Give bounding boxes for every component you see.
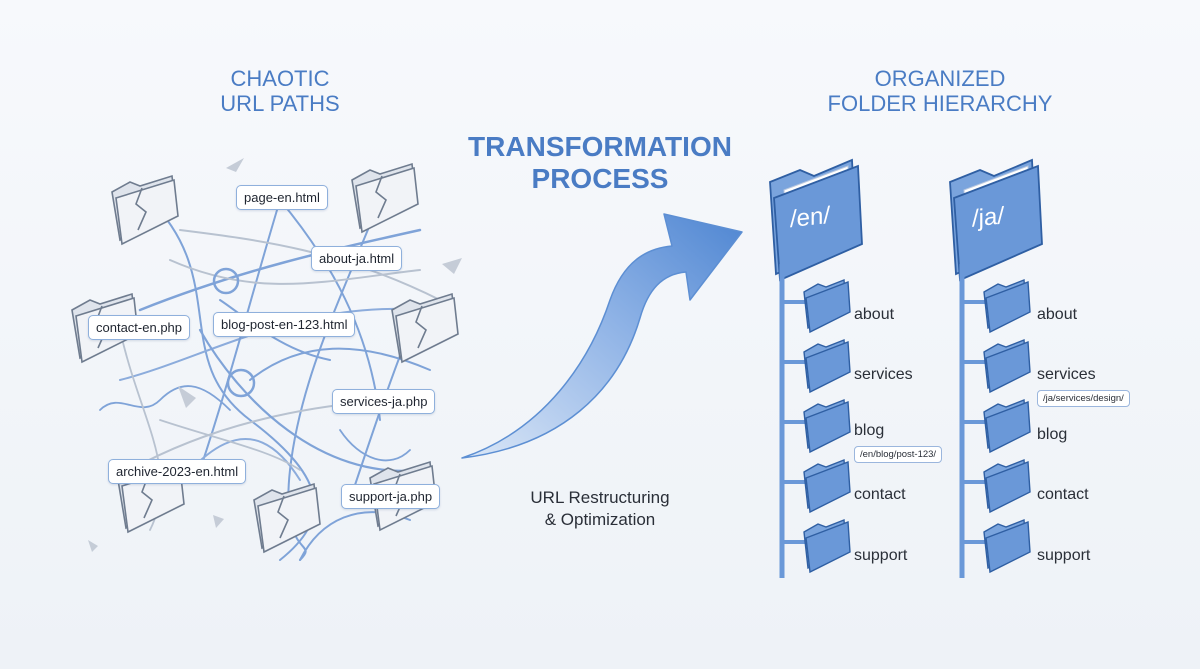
url-tag: contact-en.php [88, 315, 191, 340]
folder-label: services [1037, 366, 1096, 383]
url-tag: services-ja.php [332, 389, 436, 414]
example-path-tag: /en/blog/post-123/ [854, 446, 943, 463]
url-tag: support-ja.php [341, 484, 441, 509]
folder-icon [983, 279, 1031, 333]
url-tag: blog-post-en-123.html [213, 312, 356, 337]
url-tag: archive-2023-en.html [108, 459, 247, 484]
folder-label: about [854, 306, 895, 323]
chaotic-heading: CHAOTIC URL PATHS [180, 66, 380, 117]
heading-line: FOLDER HIERARCHY [827, 91, 1053, 117]
folder-label: contact [1037, 486, 1089, 503]
transformation-caption: URL Restructuring & Optimization [500, 487, 700, 531]
transformation-heading: TRANSFORMATION PROCESS [450, 131, 750, 195]
folder-label: support [1037, 547, 1091, 564]
root-folder-label: /en/ [790, 201, 831, 234]
folder-icon [803, 279, 851, 333]
folder-label: services [854, 366, 913, 383]
root-folder-label: /ja/ [972, 202, 1005, 233]
organized-heading: ORGANIZED FOLDER HIERARCHY [800, 66, 1080, 117]
folder-icon [803, 399, 851, 453]
folder-icon [983, 399, 1031, 453]
folder-icon [803, 459, 851, 513]
heading-line: CHAOTIC [230, 66, 330, 91]
folder-icon [983, 459, 1031, 513]
ja-tree [949, 159, 1043, 578]
url-tag: page-en.html [236, 185, 328, 210]
folder-icon [803, 339, 851, 393]
knot-icon [212, 267, 240, 295]
heading-line: PROCESS [531, 163, 669, 195]
en-tree [769, 159, 863, 578]
caption-line: & Optimization [544, 510, 656, 530]
folder-icon [983, 519, 1031, 573]
caption-line: URL Restructuring [530, 488, 670, 507]
folder-label: contact [854, 486, 906, 503]
folder-icon [983, 339, 1031, 393]
knot-icon [226, 368, 256, 398]
folder-label: support [854, 547, 908, 564]
heading-line: URL PATHS [220, 91, 340, 117]
folder-label: blog [854, 422, 885, 439]
heading-line: ORGANIZED [874, 66, 1006, 91]
heading-line: TRANSFORMATION [468, 131, 732, 162]
folder-label: about [1037, 306, 1078, 323]
folder-label: blog [1037, 426, 1068, 443]
example-path-tag: /ja/services/design/ [1037, 390, 1130, 407]
url-tag: about-ja.html [311, 246, 403, 271]
folder-icon [803, 519, 851, 573]
